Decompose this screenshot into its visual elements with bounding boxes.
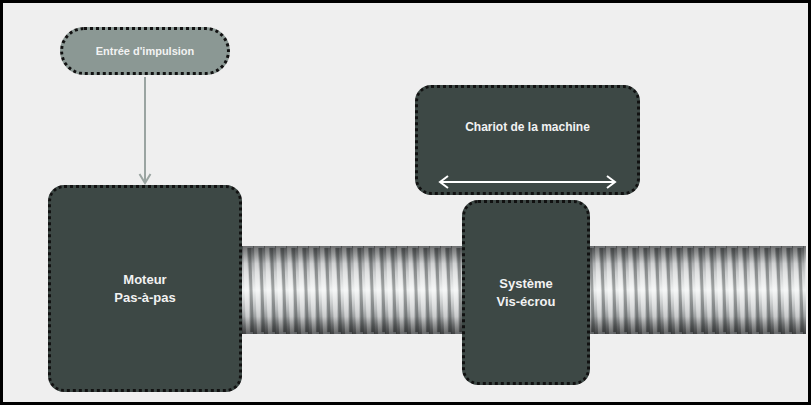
input-pill: Entrée d'impulsion: [60, 27, 230, 75]
component-box: Moteur Pas-à-pas: [48, 185, 242, 392]
node-label: Entrée d'impulsion: [96, 44, 195, 59]
component-box: Système Vis-écrou: [462, 200, 590, 385]
component-box: Chariot de la machine: [415, 85, 640, 195]
signal-arrow: [144, 77, 146, 183]
node-label: Moteur Pas-à-pas: [110, 271, 180, 306]
node-label: Système Vis-écrou: [491, 275, 561, 310]
node-label: Chariot de la machine: [465, 119, 590, 135]
travel-arrow: [430, 172, 625, 192]
